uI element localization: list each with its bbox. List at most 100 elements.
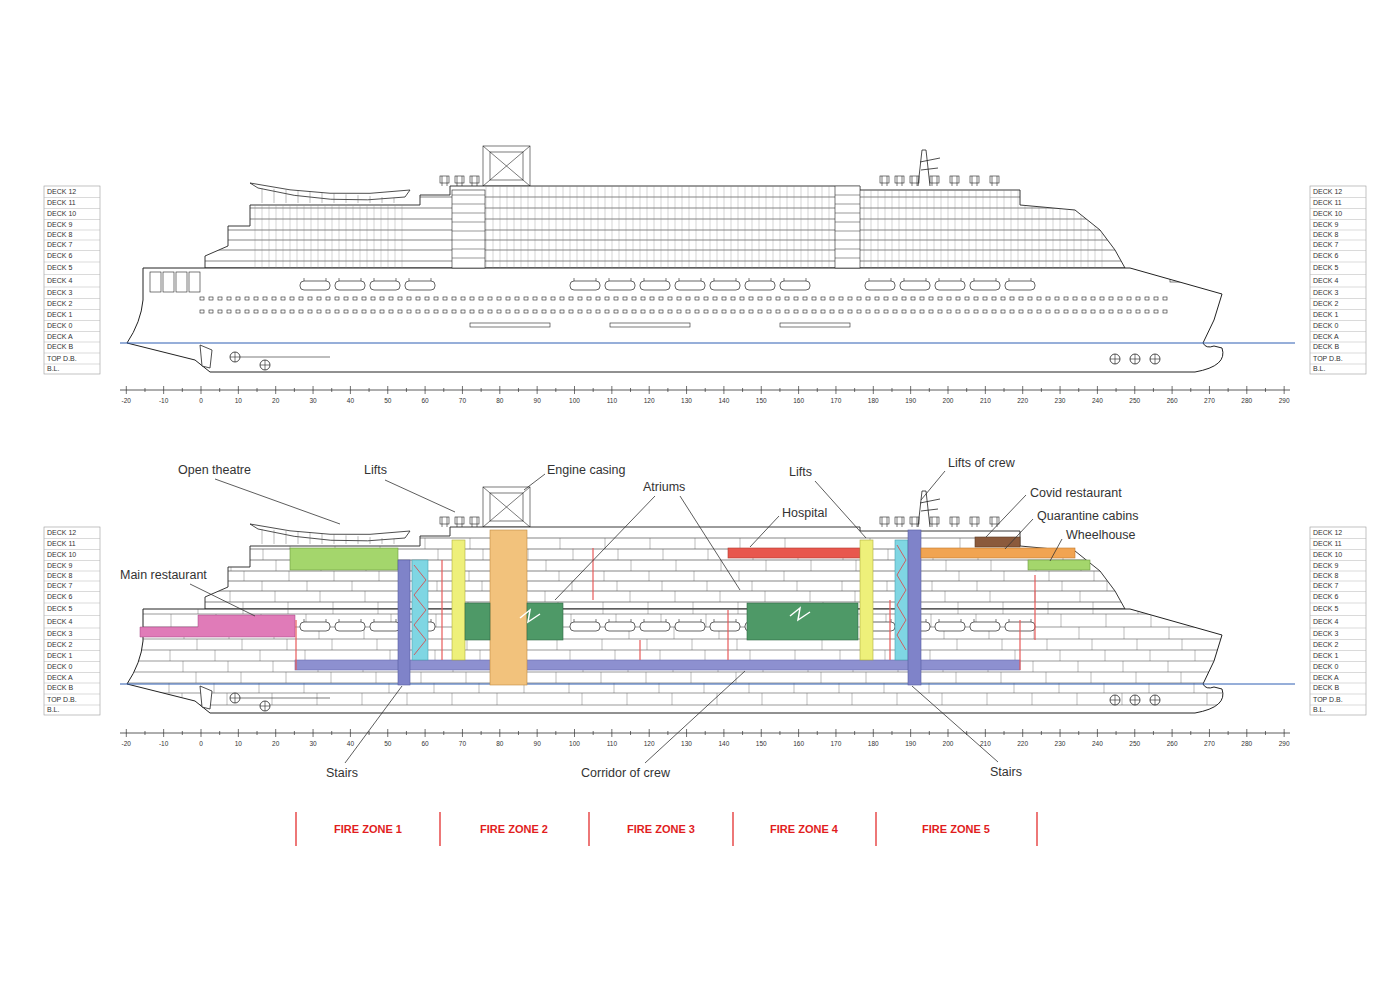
partition <box>674 627 675 639</box>
partition <box>1140 538 1141 549</box>
porthole <box>1064 310 1068 313</box>
shaft-line <box>240 357 330 358</box>
funnel-inner <box>490 152 523 180</box>
balcony-division <box>948 186 949 268</box>
deck-label: DECK 0 <box>1313 322 1338 330</box>
scale-tick <box>723 386 724 394</box>
scale-number: 220 <box>1017 740 1028 748</box>
scale-tick <box>406 388 407 392</box>
porthole <box>416 297 420 300</box>
deck-label: DECK 5 <box>47 605 72 613</box>
scale-tick <box>705 731 706 735</box>
porthole <box>353 297 357 300</box>
porthole <box>1082 297 1086 300</box>
porthole <box>335 297 339 300</box>
scale-tick <box>1190 731 1191 735</box>
davit <box>771 278 772 281</box>
scale-tick <box>1078 731 1079 735</box>
deck-label: DECK 3 <box>1313 289 1338 297</box>
roof-rib <box>298 532 299 544</box>
deck-table-row <box>1310 661 1366 662</box>
porthole <box>785 310 789 313</box>
partition <box>647 639 648 650</box>
scale-tick <box>1172 729 1173 737</box>
deck-label: TOP D.B. <box>47 355 77 363</box>
deck-label: DECK 10 <box>47 210 76 218</box>
partition <box>960 538 961 549</box>
roof-rib <box>310 192 311 203</box>
partition <box>171 614 172 627</box>
deck-label: DECK 8 <box>1313 572 1338 580</box>
rail-post <box>442 517 443 527</box>
partition <box>888 549 889 560</box>
porthole <box>866 297 870 300</box>
balcony-division <box>773 186 774 268</box>
deck-label: DECK 2 <box>47 641 72 649</box>
deck-table-row <box>1310 197 1366 198</box>
partition <box>1061 614 1062 627</box>
scale-number: -10 <box>159 740 168 748</box>
lifeboat <box>935 281 965 290</box>
stair-flight <box>897 545 906 650</box>
zone-colors <box>140 530 1090 685</box>
scale-number: 210 <box>980 740 991 748</box>
balcony-division <box>759 186 760 268</box>
porthole <box>443 297 447 300</box>
lift-grid <box>835 231 860 232</box>
deck-table-frame <box>1310 527 1366 715</box>
porthole <box>1154 310 1158 313</box>
porthole <box>812 310 816 313</box>
scale-bar <box>120 729 1290 737</box>
deck-line <box>120 538 1230 539</box>
davit <box>339 278 340 281</box>
partition <box>721 560 722 571</box>
roof-rib <box>286 190 287 203</box>
mast <box>918 491 940 527</box>
porthole <box>830 297 834 300</box>
porthole <box>263 297 267 300</box>
scale-tick <box>593 731 594 735</box>
partition <box>1183 602 1184 614</box>
davit <box>749 278 750 281</box>
open-theatre-area <box>290 548 398 570</box>
partition <box>821 672 822 683</box>
balcony-division <box>983 186 984 268</box>
scale-tick <box>985 729 986 737</box>
porthole <box>641 310 645 313</box>
partition <box>1077 693 1078 705</box>
porthole <box>1037 310 1041 313</box>
partition <box>183 661 184 672</box>
ship-interior <box>120 186 1230 327</box>
balcony-division <box>1095 186 1096 268</box>
balcony-division <box>899 186 900 268</box>
partition <box>855 591 856 602</box>
deck-line <box>120 614 1230 615</box>
porthole <box>1109 310 1113 313</box>
scale-number: 280 <box>1241 397 1252 405</box>
balcony-division <box>710 186 711 268</box>
balcony-division <box>1081 186 1082 268</box>
scale-number: 270 <box>1204 740 1215 748</box>
scale-number: 120 <box>644 740 655 748</box>
scale-tick <box>1004 731 1005 735</box>
partition <box>218 549 219 560</box>
porthole <box>578 297 582 300</box>
balcony-division <box>521 186 522 268</box>
deck-label: B.L. <box>1313 365 1325 373</box>
scale-tick <box>723 729 724 737</box>
balcony-division <box>815 186 816 268</box>
partition <box>1091 672 1092 683</box>
partition <box>245 538 246 549</box>
deck-rail <box>970 517 979 524</box>
balcony-division <box>269 186 270 268</box>
partition <box>305 650 306 661</box>
partition <box>648 602 649 614</box>
rail-post <box>447 517 448 527</box>
partition <box>273 661 274 672</box>
porthole <box>470 297 474 300</box>
porthole <box>407 310 411 313</box>
partition <box>480 650 481 661</box>
porthole <box>218 310 222 313</box>
balcony-division <box>542 186 543 268</box>
partition <box>243 602 244 614</box>
